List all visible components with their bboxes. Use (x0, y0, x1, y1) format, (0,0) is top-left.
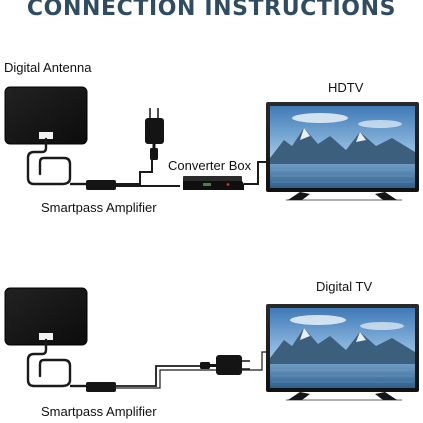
digital-tv-label: Digital TV (316, 279, 373, 294)
hdtv (266, 102, 419, 201)
amplifier-power-cable-top (116, 158, 153, 185)
digital-antenna-bottom (4, 287, 88, 346)
digital-antenna-top (4, 86, 88, 145)
digital-antenna-label: Digital Antenna (4, 60, 92, 75)
amplifier-label-bottom: Smartpass Amplifier (41, 404, 157, 419)
smartpass-amplifier-top (86, 180, 116, 190)
amplifier-output-cable-bottom (116, 365, 200, 387)
converter-tv-cable (244, 161, 268, 185)
antenna-cable-bottom (26, 338, 72, 388)
hdtv-label: HDTV (328, 80, 364, 95)
converter-box-label: Converter Box (168, 158, 252, 173)
digital-tv (266, 304, 419, 401)
converter-box (183, 176, 244, 190)
page-title: CONNECTION INSTRUCTIONS (26, 0, 397, 21)
amplifier-label-top: Smartpass Amplifier (41, 200, 157, 215)
power-adapter-top (145, 108, 164, 160)
smartpass-amplifier-bottom (86, 382, 116, 392)
power-adapter-bottom (200, 355, 250, 375)
antenna-cable-top (26, 137, 72, 186)
amplifier-tv-cable-bottom (116, 351, 268, 389)
